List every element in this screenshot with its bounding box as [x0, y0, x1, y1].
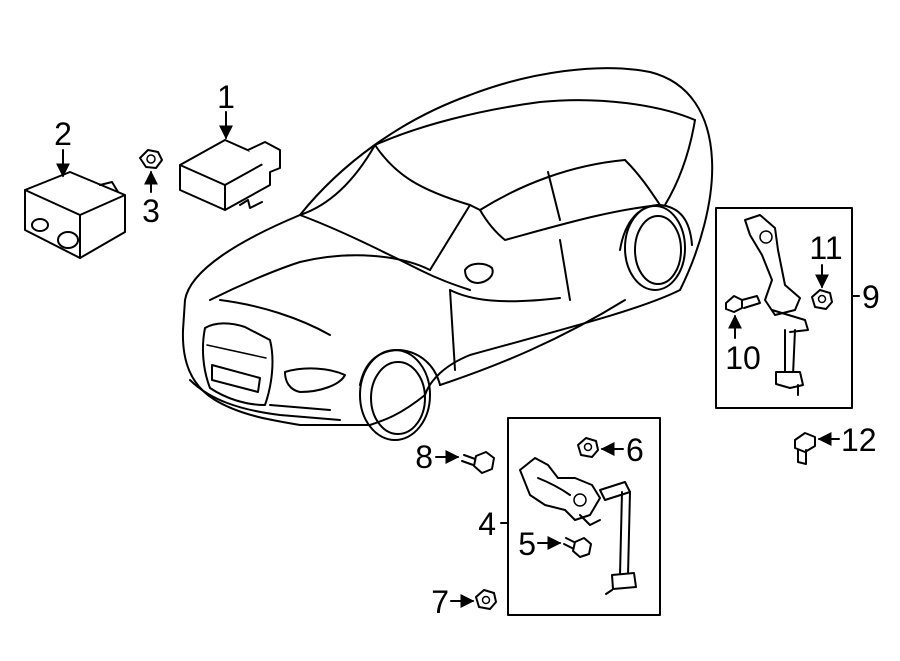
- rear-level-sensor-part-9: [744, 214, 809, 396]
- callout-1: 1: [217, 79, 235, 115]
- callout-12: 12: [841, 422, 877, 458]
- nut-part-3: [139, 149, 163, 169]
- nut-part-7: [475, 589, 497, 610]
- leader-lines: [56, 111, 860, 608]
- callout-2: 2: [54, 116, 72, 152]
- callout-6: 6: [626, 432, 644, 468]
- nut-part-6: [577, 437, 599, 458]
- callout-5: 5: [518, 526, 536, 562]
- rear-sensor-box: [715, 207, 853, 409]
- car-illustration: [181, 67, 714, 441]
- callout-8: 8: [415, 439, 433, 475]
- sensor-module-part-2: [24, 171, 126, 259]
- callout-9: 9: [862, 279, 880, 315]
- bolt-part-10: [725, 295, 761, 313]
- callout-10: 10: [725, 340, 761, 376]
- bolt-part-12: [794, 432, 816, 465]
- callout-7: 7: [431, 584, 449, 620]
- callout-4: 4: [478, 506, 496, 542]
- front-level-sensor-part-4: [519, 457, 637, 595]
- control-module-part-1: [179, 139, 281, 211]
- nut-part-11: [811, 289, 833, 310]
- front-sensor-box: [507, 417, 661, 616]
- bolt-part-8: [461, 451, 495, 474]
- callout-3: 3: [142, 193, 160, 229]
- bolt-part-5: [563, 537, 592, 558]
- callout-11: 11: [809, 230, 842, 266]
